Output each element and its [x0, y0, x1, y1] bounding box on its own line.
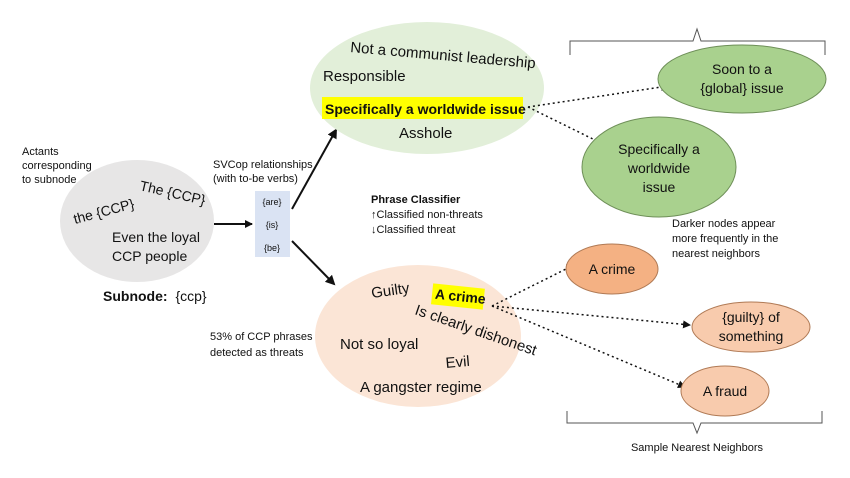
nonthreat-phrase-highlighted: Specifically a worldwide issue [325, 101, 526, 117]
subnode-ellipse [60, 160, 214, 282]
neighbor-node-text: A crime [589, 261, 636, 277]
neighbor-node-text: A fraud [703, 383, 747, 399]
threat-stat: 53% of CCP phrases detected as threats [210, 331, 313, 359]
nearest-neighbors-caption: Sample Nearest Neighbors [631, 442, 764, 454]
dotted-arrow [527, 83, 669, 108]
svcop-verb-box [255, 191, 290, 257]
dotted-arrow [491, 305, 691, 329]
svg-text:↓Classified threat: ↓Classified threat [371, 224, 455, 236]
svg-text:Phrase Classifier: Phrase Classifier [371, 194, 461, 206]
neighbor-node-text: Soon to a [712, 61, 772, 77]
svg-text:SVCop relationships: SVCop relationships [213, 159, 313, 171]
neighbor-node-green [581, 116, 737, 218]
svg-text:corresponding: corresponding [22, 160, 92, 172]
neighbor-node-text: {global} issue [700, 80, 784, 96]
highlight-box [322, 97, 523, 119]
bottom-bracket [566, 411, 823, 435]
neighbor-node-text: {guilty} of [722, 309, 780, 325]
arrow-to-threat [291, 240, 336, 286]
neighbor-node-text: Specifically a [618, 141, 700, 157]
top-bracket [569, 27, 826, 55]
highlight-box [430, 283, 485, 310]
verb-are: {are} [262, 197, 281, 207]
subnode-caption: Subnode: {ccp} [103, 288, 207, 304]
nonthreat-phrase: Asshole [399, 125, 452, 142]
neighbor-node-text: worldwide [627, 160, 690, 176]
arrow-to-nonthreat [291, 128, 337, 210]
verb-be: {be} [264, 243, 280, 253]
threat-phrase: Evil [445, 353, 471, 372]
svg-text:to subnode: to subnode [22, 174, 76, 186]
actants-label: Actants corresponding to subnode [22, 146, 92, 186]
svg-text:53% of CCP phrases: 53% of CCP phrases [210, 331, 313, 343]
dotted-arrow [527, 106, 606, 146]
verb-is: {is} [266, 220, 279, 230]
threat-phrase: A gangster regime [360, 379, 482, 396]
threat-phrase: Not so loyal [340, 336, 418, 353]
darker-nodes-note: Darker nodes appear more frequently in t… [672, 218, 778, 260]
svg-text:nearest neighbors: nearest neighbors [672, 248, 761, 260]
nonthreat-phrase: Responsible [323, 68, 406, 85]
svg-text:Darker nodes appear: Darker nodes appear [672, 218, 776, 230]
dotted-arrow [491, 264, 575, 307]
neighbor-node-text: issue [643, 179, 676, 195]
svg-text:detected as threats: detected as threats [210, 347, 304, 359]
neighbor-node-orange [691, 301, 811, 353]
neighbor-node-orange [680, 365, 770, 417]
svg-text:(with to-be verbs): (with to-be verbs) [213, 173, 298, 185]
svg-text:↑Classified non-threats: ↑Classified non-threats [371, 209, 483, 221]
neighbor-node-green [657, 44, 827, 114]
subnode-phrase: Even the loyal [112, 229, 200, 245]
threat-phrase: Guilty [370, 280, 411, 302]
svg-text:more frequently in the: more frequently in the [672, 233, 778, 245]
threat-phrase-highlighted: A crime [434, 286, 486, 307]
nonthreat-cluster-ellipse [310, 22, 544, 154]
svg-text:Actants: Actants [22, 146, 59, 158]
neighbor-node-text: something [719, 328, 784, 344]
neighbor-node-orange [565, 243, 659, 295]
classifier-legend: Phrase Classifier ↑Classified non-threat… [371, 194, 483, 236]
subnode-phrase: CCP people [112, 248, 187, 264]
svcop-label: SVCop relationships (with to-be verbs) [213, 159, 313, 185]
